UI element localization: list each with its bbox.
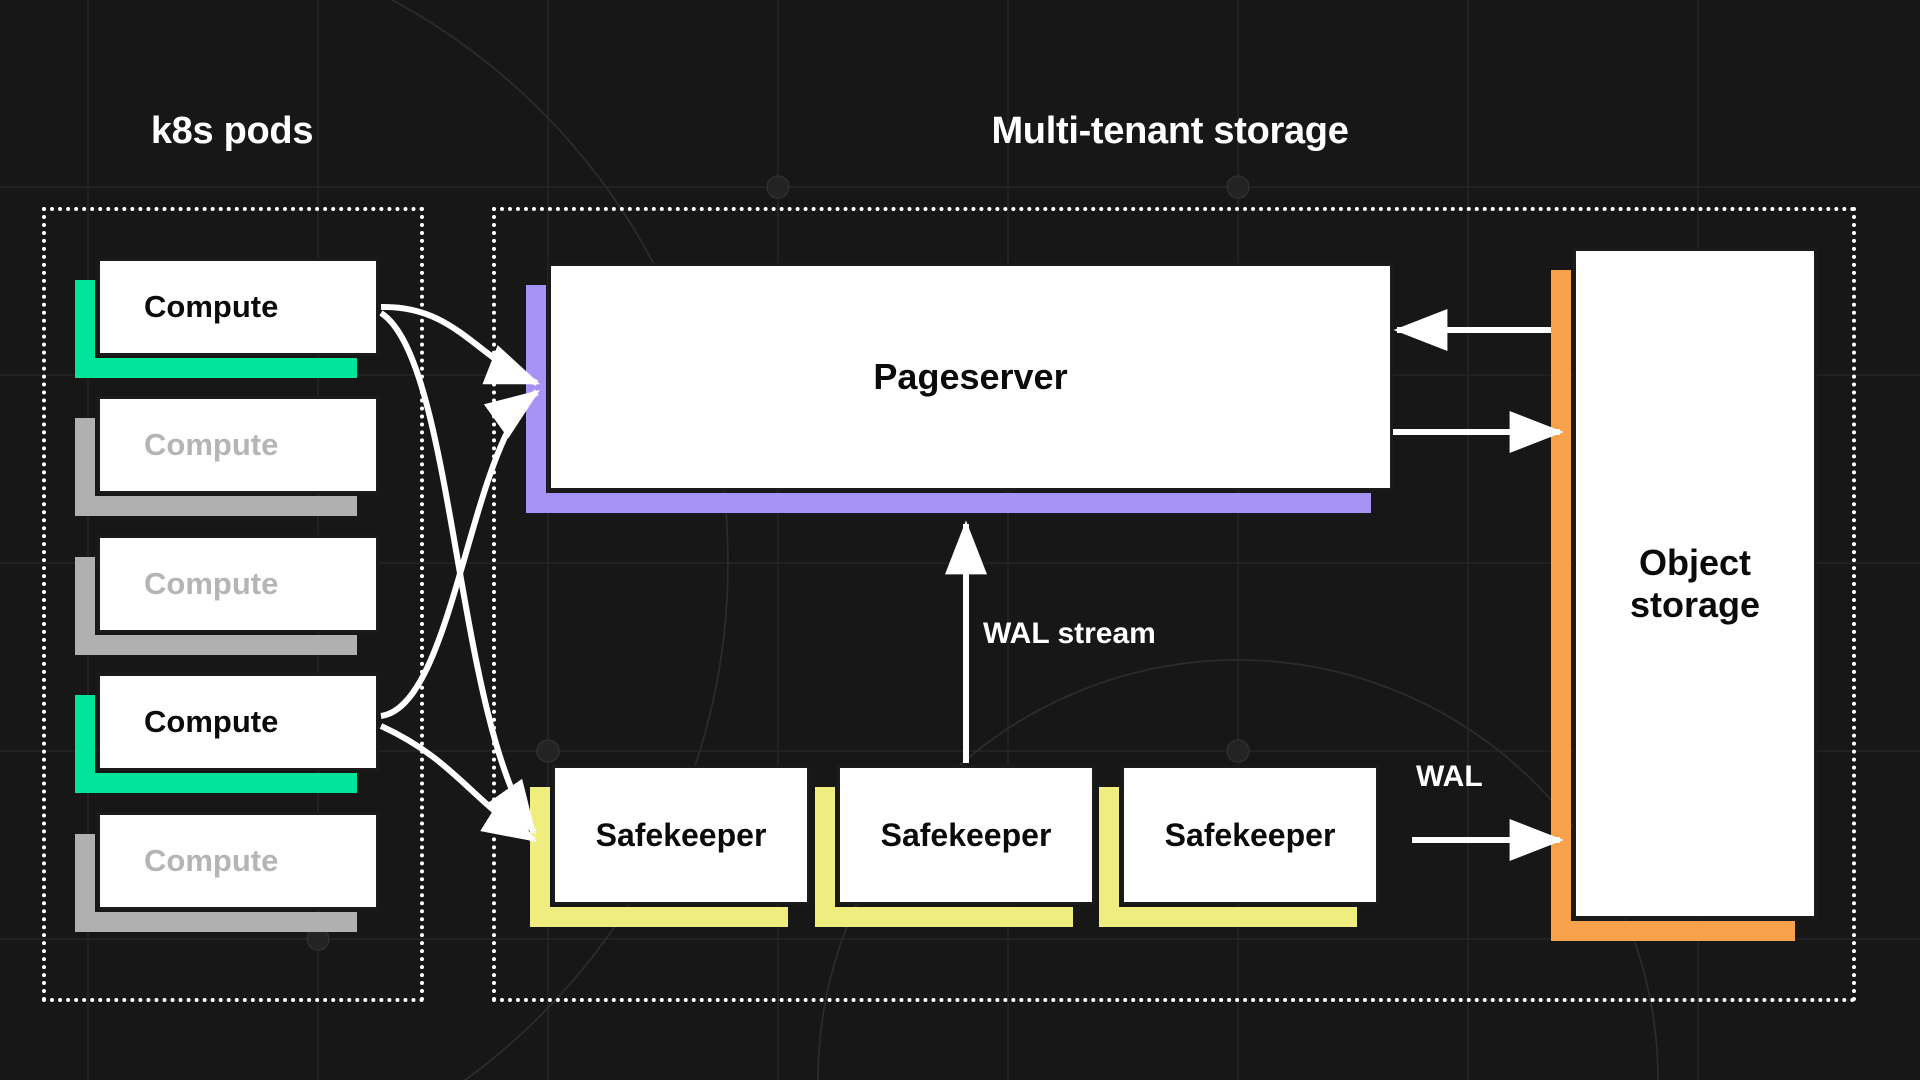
- compute-node-2-accent: [75, 418, 357, 516]
- compute-node-5-accent: [75, 834, 357, 932]
- safekeeper-node-3-label: Safekeeper: [1164, 816, 1336, 853]
- safekeeper-node-2[interactable]: Safekeeper: [815, 765, 1095, 927]
- compute-node-3-accent: [75, 557, 357, 655]
- compute-node-3-label: Compute: [144, 566, 279, 602]
- safekeeper-node-2-label: Safekeeper: [880, 816, 1052, 853]
- pageserver-node[interactable]: Pageserver: [526, 263, 1393, 513]
- object-storage-label: Object storage: [1629, 542, 1761, 625]
- compute-node-2-label: Compute: [144, 427, 279, 463]
- compute-node-4[interactable]: Compute: [75, 673, 379, 793]
- compute-node-2[interactable]: Compute: [75, 396, 379, 516]
- compute-node-1-label: Compute: [144, 289, 279, 325]
- compute-node-1-face: Compute: [97, 258, 379, 356]
- pageserver-label: Pageserver: [873, 356, 1068, 398]
- safekeeper-node-3[interactable]: Safekeeper: [1099, 765, 1379, 927]
- safekeeper-node-1-label: Safekeeper: [595, 816, 767, 853]
- safekeeper-node-1-face: Safekeeper: [552, 765, 810, 905]
- compute-node-5[interactable]: Compute: [75, 812, 379, 932]
- object-storage-face: Object storage: [1573, 248, 1817, 919]
- compute-node-3[interactable]: Compute: [75, 535, 379, 655]
- safekeeper-node-2-face: Safekeeper: [837, 765, 1095, 905]
- section-heading-multi-tenant-storage: Multi-tenant storage: [991, 110, 1349, 152]
- safekeeper-node-3-face: Safekeeper: [1121, 765, 1379, 905]
- pageserver-face: Pageserver: [548, 263, 1393, 491]
- compute-node-1[interactable]: Compute: [75, 258, 379, 378]
- compute-node-5-face: Compute: [97, 812, 379, 910]
- compute-node-4-accent: [75, 695, 357, 793]
- edge-label-wal: WAL: [1416, 760, 1483, 793]
- section-heading-k8s-pods: k8s pods: [150, 110, 314, 152]
- compute-node-2-face: Compute: [97, 396, 379, 494]
- compute-node-1-accent: [75, 280, 357, 378]
- edge-label-wal-stream: WAL stream: [983, 617, 1156, 650]
- compute-node-3-face: Compute: [97, 535, 379, 633]
- compute-node-5-label: Compute: [144, 843, 279, 879]
- safekeeper-node-1[interactable]: Safekeeper: [530, 765, 810, 927]
- compute-node-4-label: Compute: [144, 704, 279, 740]
- compute-node-4-face: Compute: [97, 673, 379, 771]
- object-storage-node[interactable]: Object storage: [1551, 248, 1817, 941]
